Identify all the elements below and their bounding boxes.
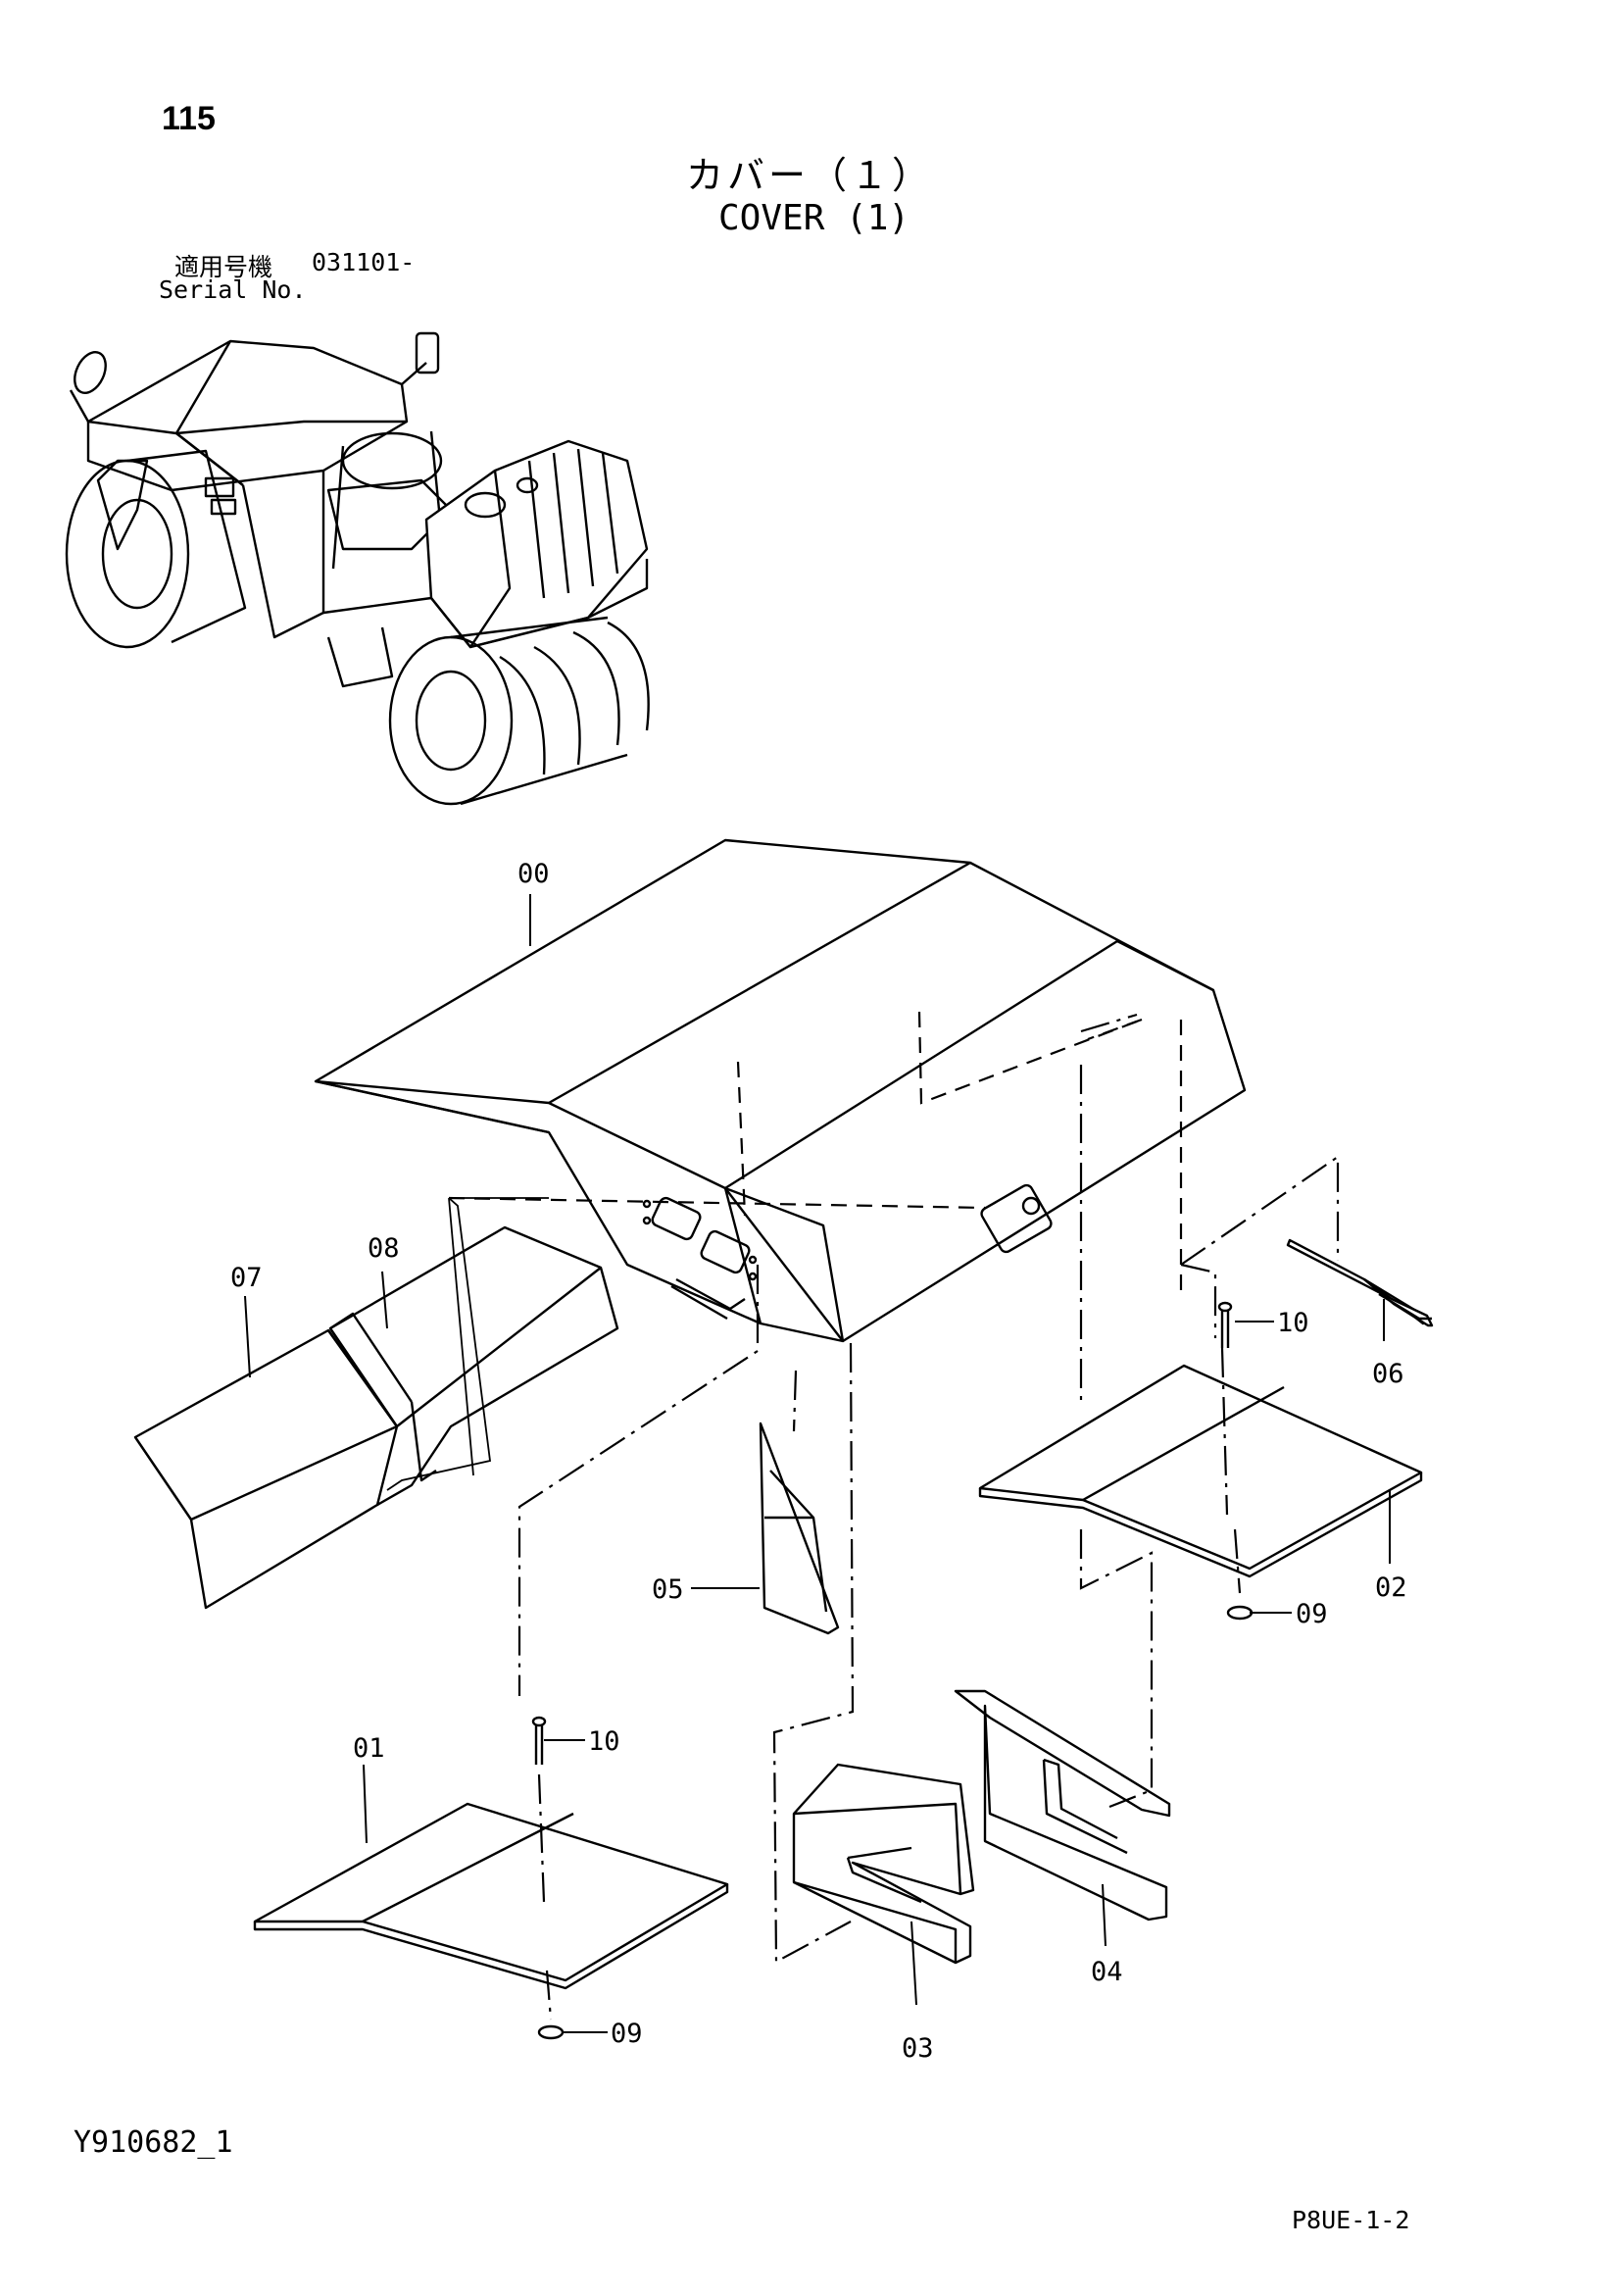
title-japanese: カバー（１） [686, 154, 934, 197]
serial-label-english: Serial No. [159, 275, 307, 304]
document-code: Y910682_1 [74, 2125, 233, 2160]
callout-08: 08 [368, 1233, 400, 1264]
serial-range: 031101- [312, 248, 416, 276]
callout-00: 00 [517, 859, 550, 889]
washer-09-left [537, 2024, 565, 2040]
serial-label-japanese: 適用号機 [174, 253, 273, 281]
part-06-strip [1286, 1238, 1434, 1327]
callout-07: 07 [230, 1263, 263, 1293]
bolt-10-lower [531, 1716, 547, 1765]
title-english: COVER (1) [718, 198, 910, 238]
bolt-10-upper [1217, 1301, 1233, 1348]
page-number: 115 [162, 100, 216, 137]
callout-04: 04 [1091, 1957, 1123, 1987]
washer-09-right [1226, 1605, 1254, 1621]
part-04-bracket [954, 1689, 1171, 1922]
callout-10-lower: 10 [588, 1726, 620, 1757]
callout-01: 01 [353, 1733, 385, 1764]
callout-09-left: 09 [611, 2019, 643, 2049]
callout-03: 03 [902, 2033, 934, 2064]
callout-05: 05 [652, 1574, 684, 1605]
callout-09-right: 09 [1296, 1599, 1328, 1629]
part-02-panel [978, 1364, 1423, 1578]
machine-overview-illustration [65, 331, 650, 806]
part-05-bracket [759, 1422, 840, 1635]
page-code: P8UE-1-2 [1292, 2206, 1410, 2234]
callout-06: 06 [1372, 1359, 1404, 1389]
callout-02: 02 [1375, 1572, 1407, 1603]
part-03-bracket [792, 1763, 975, 1965]
part-00-main-cover [314, 838, 1247, 1343]
part-01-panel [253, 1802, 729, 1990]
callout-10-upper: 10 [1277, 1308, 1309, 1338]
